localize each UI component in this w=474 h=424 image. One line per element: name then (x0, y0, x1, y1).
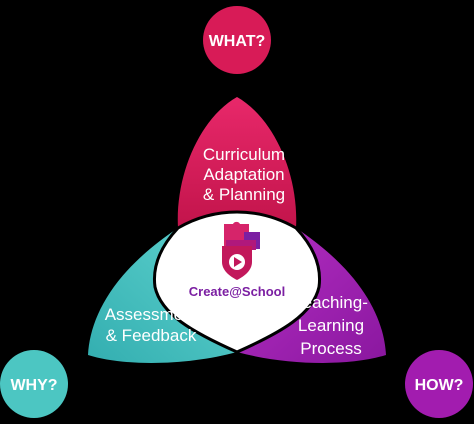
petal-curriculum-text: Curriculum Adaptation & Planning (203, 145, 285, 204)
logo-brand-text: Create@School (189, 284, 285, 299)
puzzle-play-icon (222, 221, 260, 280)
teaching-line-2: Learning (298, 316, 364, 335)
badge-how-label: HOW? (415, 377, 464, 394)
petal-curriculum (177, 97, 297, 228)
assessment-line-1: Assessment (105, 305, 198, 324)
curriculum-line-3: & Planning (203, 185, 285, 204)
teaching-line-3: Process (300, 339, 361, 358)
center-shield (152, 210, 322, 354)
badge-what-label: WHAT? (209, 33, 266, 50)
petal-teaching (237, 228, 386, 363)
petal-teaching-text: Teaching- Learning Process (294, 293, 368, 358)
petal-assessment-text: Assessment & Feedback (105, 305, 198, 345)
badge-why-circle (0, 350, 68, 418)
petal-assessment (88, 228, 237, 363)
curriculum-line-1: Curriculum (203, 145, 285, 164)
badge-what-circle (203, 6, 271, 74)
badge-why: WHY? (0, 350, 68, 418)
badge-how-circle (405, 350, 473, 418)
badge-how: HOW? (405, 350, 473, 418)
badge-why-label: WHY? (10, 377, 57, 394)
curriculum-line-2: Adaptation (203, 165, 284, 184)
teaching-line-1: Teaching- (294, 293, 368, 312)
play-icon (234, 257, 242, 267)
badge-what: WHAT? (203, 6, 271, 74)
assessment-line-2: & Feedback (106, 326, 197, 345)
